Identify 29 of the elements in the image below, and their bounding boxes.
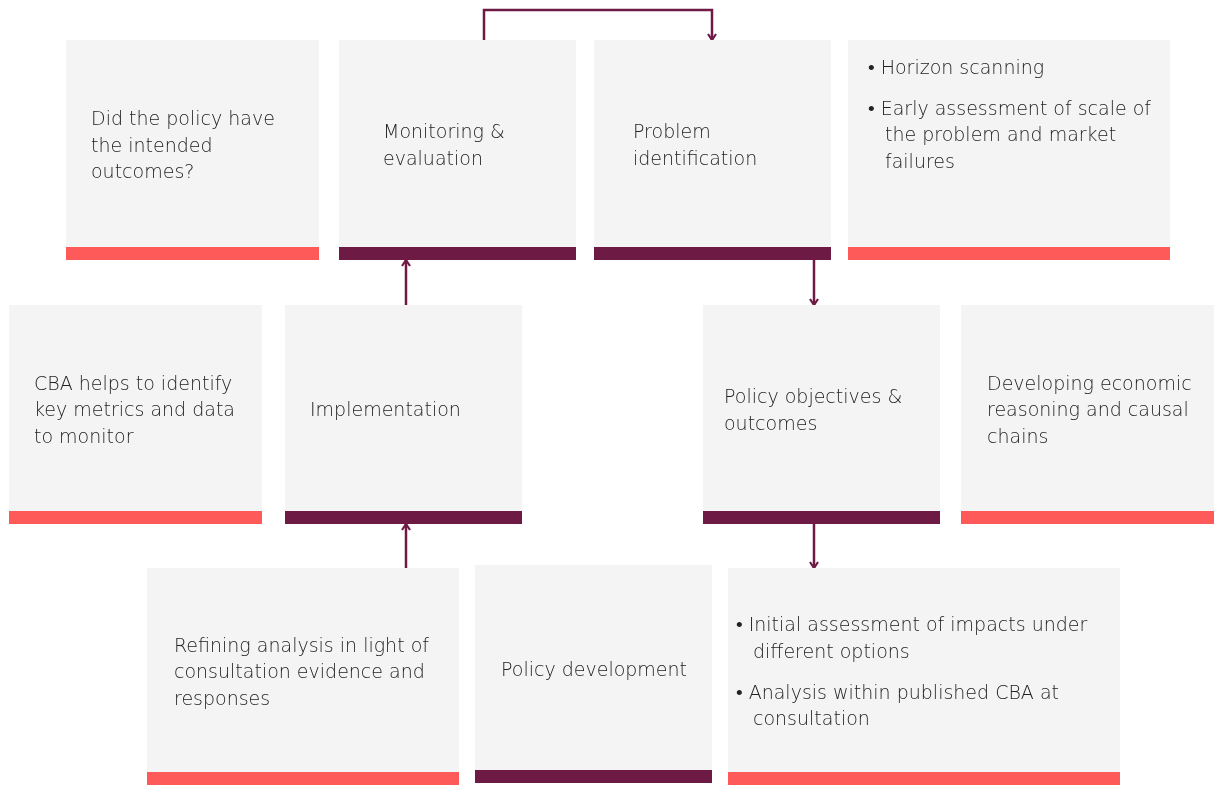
box-text: CBA helps to identify key metrics and data to monitor bbox=[34, 370, 236, 449]
note-box bbox=[147, 568, 459, 785]
box-text: Monitoring & evaluation bbox=[383, 119, 506, 171]
box-text: Developing economic reasoning and causal chains bbox=[987, 370, 1193, 449]
arrow bbox=[808, 260, 820, 307]
box-text: Implementation bbox=[310, 397, 462, 423]
note-box bbox=[848, 40, 1170, 260]
arrow bbox=[482, 8, 718, 42]
bullet-text: • Early assessment of scale of the problem and market failures bbox=[868, 95, 1152, 174]
box-text: Policy objectives & outcomes bbox=[724, 383, 904, 436]
stage-box bbox=[339, 40, 576, 260]
note-box bbox=[728, 568, 1120, 785]
box-text: Policy development bbox=[501, 656, 689, 682]
box-text: Problem identification bbox=[633, 119, 759, 171]
stage-box bbox=[285, 305, 522, 524]
bullet-text: • Initial assessment of impacts under different options bbox=[736, 612, 1089, 664]
note-box bbox=[961, 305, 1214, 524]
arrow bbox=[400, 258, 412, 305]
bullet-text: • Analysis within published CBA at consultation bbox=[736, 679, 1060, 732]
stage-box bbox=[703, 305, 940, 524]
box-text: Did the policy have the intended outcomes? bbox=[91, 106, 276, 185]
arrow bbox=[808, 524, 820, 570]
arrow bbox=[400, 522, 412, 568]
stage-box bbox=[594, 40, 831, 260]
note-box bbox=[66, 40, 319, 260]
box-text: Refining analysis in light of consultation evidence and responses bbox=[174, 632, 430, 711]
bullet-text: • Horizon scanning bbox=[868, 55, 1046, 80]
note-box bbox=[9, 305, 262, 524]
stage-box bbox=[475, 565, 712, 783]
